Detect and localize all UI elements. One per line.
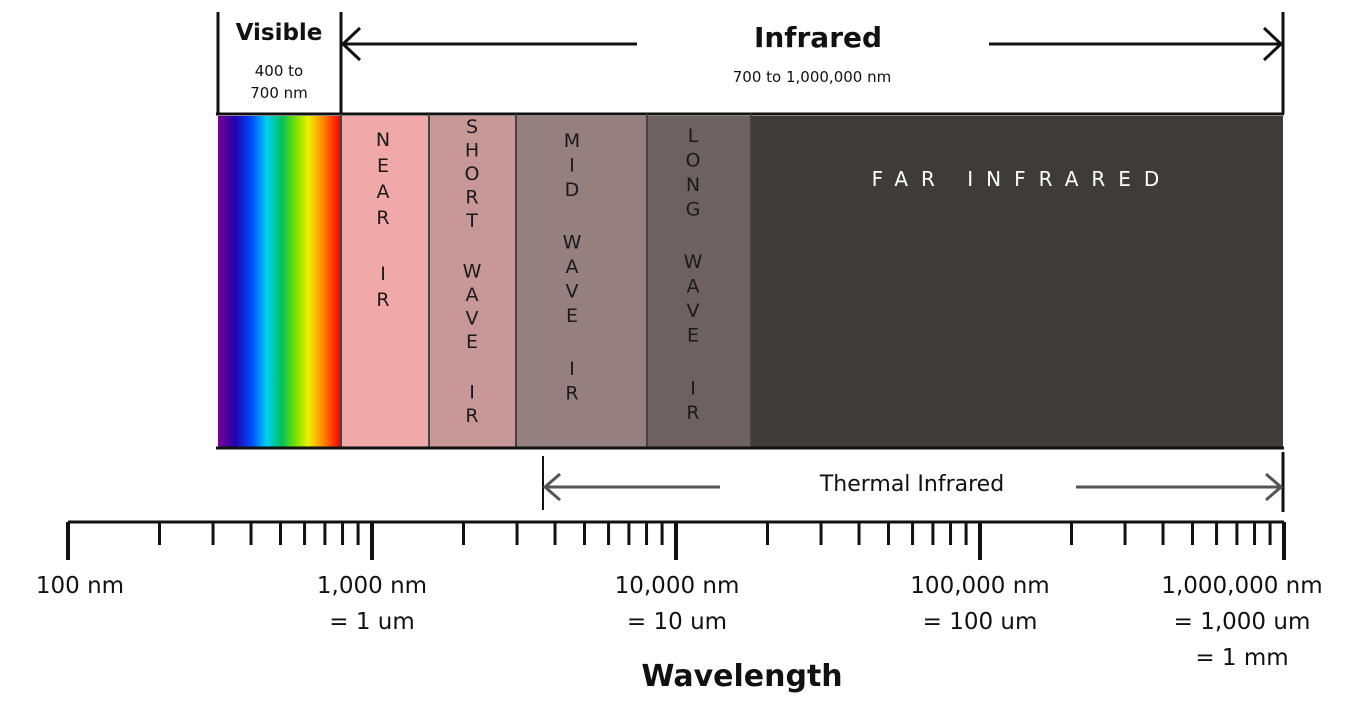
axis-ticks [66, 522, 1286, 560]
visible-spectrum-gradient [218, 116, 340, 448]
band-letter: L [688, 125, 699, 147]
axis-label-line: = 1,000 um [1174, 609, 1311, 635]
band-letter: O [686, 150, 701, 172]
axis-decade-label: 100 nm [36, 573, 124, 599]
visible-range-line1: 400 to [255, 62, 303, 80]
visible-range-line2: 700 nm [250, 84, 308, 102]
axis-decade-label: 1,000,000 nm = 1,000 um = 1 mm [1161, 573, 1322, 671]
axis-label-line: 100 nm [36, 573, 124, 599]
band-mid-wave-ir [517, 116, 646, 448]
axis-label-line: 1,000 nm [317, 573, 427, 599]
band-label-far-infrared: FAR INFRARED [872, 167, 1173, 191]
axis-label-line: = 10 um [627, 609, 727, 635]
band-letter: V [566, 281, 579, 303]
band-letter: W [684, 251, 703, 273]
axis-label-line: 1,000,000 nm [1161, 573, 1322, 599]
band-letter: H [465, 140, 479, 162]
axis-label-line: = 1 mm [1195, 645, 1288, 671]
band-short-wave-ir [430, 116, 515, 448]
band-letter: R [465, 405, 478, 427]
band-letter: I [690, 377, 696, 399]
infrared-arrow-left-head [340, 26, 362, 62]
band-letter: I [469, 382, 475, 404]
band-letter: I [569, 358, 575, 380]
band-letter: I [569, 155, 575, 177]
axis-label-line: = 1 um [329, 609, 415, 635]
band-letter: R [376, 289, 389, 311]
infrared-arrow-right-head [1262, 26, 1284, 62]
band-letter: N [376, 129, 390, 151]
band-letter: I [380, 263, 386, 285]
band-long-wave-ir [648, 116, 750, 448]
axis-decade-label: 100,000 nm = 100 um [910, 573, 1049, 635]
band-letter: E [466, 331, 478, 353]
wavelength-axis: 100 nm 1,000 nm = 1 um 10,000 nm = 10 um 100,… [36, 520, 1323, 671]
band-letter: O [465, 163, 480, 185]
axis-title: Wavelength [641, 659, 842, 694]
thermal-infrared-label: Thermal Infrared [819, 472, 1004, 497]
band-far-infrared [752, 116, 1283, 448]
band-letter: E [377, 155, 389, 177]
band-letter: R [565, 382, 578, 404]
axis-labels: 100 nm 1,000 nm = 1 um 10,000 nm = 10 um 100,… [36, 573, 1323, 671]
band-letter: W [563, 232, 582, 254]
band-labels: NEARIRSHORTWAVEIRMIDWAVEIRLONGWAVEIRFAR … [376, 116, 1173, 427]
thermal-arrow-left-head [542, 472, 561, 502]
band-letter: V [466, 308, 479, 330]
band-letter: R [376, 207, 389, 229]
band-letter: S [466, 116, 478, 138]
infrared-range: 700 to 1,000,000 nm [733, 68, 891, 86]
band-letter: A [466, 284, 479, 306]
band-letter: R [465, 187, 478, 209]
axis-decade-label: 1,000 nm = 1 um [317, 573, 427, 635]
band-letter: E [566, 305, 578, 327]
band-letter: V [687, 300, 700, 322]
band-letter: W [463, 261, 482, 283]
axis-decade-label: 10,000 nm = 10 um [615, 573, 740, 635]
axis-label-line: 10,000 nm [615, 573, 740, 599]
visible-title: Visible [236, 20, 323, 46]
band-letter: M [564, 130, 580, 152]
axis-label-line: = 100 um [923, 609, 1038, 635]
visible-header: Visible 400 to 700 nm [216, 12, 343, 114]
band-letter: G [686, 199, 701, 221]
band-near-ir [342, 116, 428, 448]
thermal-infrared: Thermal Infrared [542, 452, 1285, 512]
band-letter: E [687, 325, 699, 347]
band-letter: A [566, 256, 579, 278]
band-letter: N [686, 174, 700, 196]
band-letter: D [565, 179, 580, 201]
infrared-header: Infrared 700 to 1,000,000 nm [340, 12, 1285, 114]
infrared-title: Infrared [754, 21, 882, 54]
axis-label-line: 100,000 nm [910, 573, 1049, 599]
band-letter: A [377, 181, 390, 203]
band-letter: R [686, 402, 699, 424]
thermal-arrow-right-head [1265, 472, 1284, 502]
band-letter: T [465, 210, 478, 232]
band-letter: A [687, 276, 700, 298]
